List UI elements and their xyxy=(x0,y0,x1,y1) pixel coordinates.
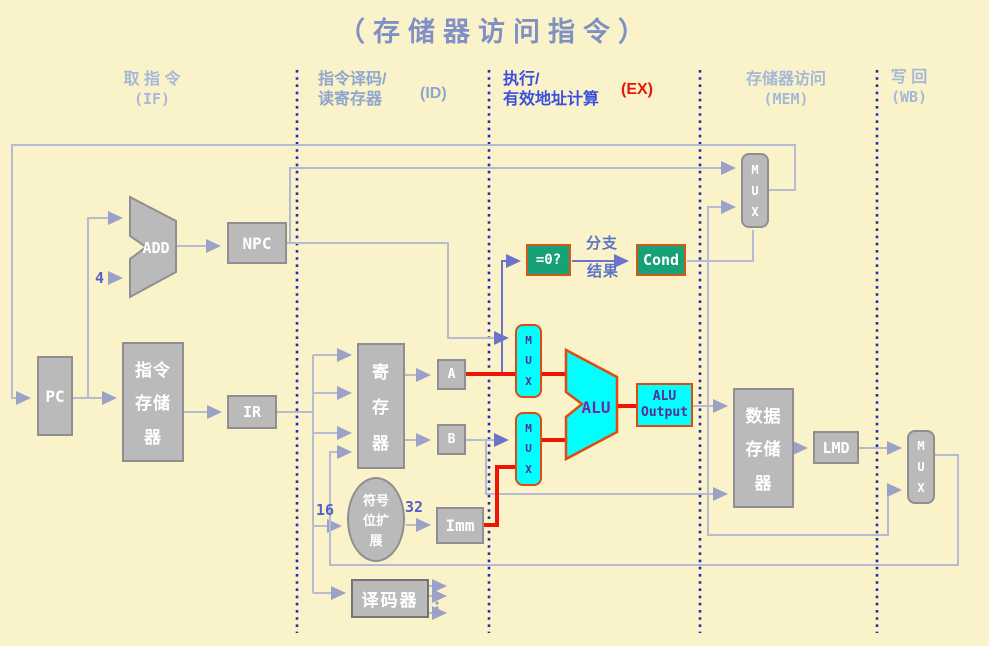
diagram-title: （存储器访问指令） xyxy=(338,17,653,47)
mux-letter: X xyxy=(917,480,925,495)
cond-register: Cond xyxy=(636,244,686,276)
stage-divider-lines xyxy=(295,70,879,633)
regfile-line: 存 xyxy=(372,398,390,418)
blue-wires xyxy=(501,254,629,374)
dmem-line: 存储 xyxy=(745,440,782,460)
zero-test-label: =0? xyxy=(535,252,562,268)
pc-label: PC xyxy=(45,386,65,406)
sign-extend-unit: 符号 位扩 展 xyxy=(347,477,405,562)
red-highlight-path xyxy=(466,372,640,527)
add-constant-label: 4 xyxy=(95,269,105,287)
alu-output-line: Output xyxy=(641,405,688,420)
stage-wb-name: 写 回 xyxy=(890,69,928,86)
stage-id-abbr: (ID) xyxy=(420,85,447,102)
ir-label: IR xyxy=(242,403,262,421)
imem-line: 指令 xyxy=(135,361,171,381)
stage-if-abbr: (IF) xyxy=(133,90,171,108)
mux-letter: X xyxy=(751,204,759,219)
instruction-decoder: 译码器 xyxy=(351,579,429,618)
a-label: A xyxy=(447,367,456,382)
stage-mem-name: 存储器访问 xyxy=(745,71,826,88)
regfile-line: 寄 xyxy=(372,363,390,383)
stage-header-if: 取 指 令 (IF) xyxy=(78,70,226,109)
mem-mux: M U X xyxy=(741,153,769,228)
adder-shape: ADD xyxy=(129,195,177,299)
mux-letter: X xyxy=(525,463,532,477)
stage-ex-name2: 有效地址计算 xyxy=(503,91,600,108)
stage-if-name: 取 指 令 xyxy=(123,71,181,88)
signext-line: 位扩 xyxy=(362,512,389,528)
stage-id-name2: 读寄存器 xyxy=(318,91,383,108)
stage-ex-abbr: (EX) xyxy=(621,81,653,98)
ir-register: IR xyxy=(227,395,277,429)
ex-mux-upper: M U X xyxy=(515,324,542,398)
mux-letter: U xyxy=(525,442,532,456)
stage-ex-name1: 执行/ xyxy=(503,71,540,88)
stage-header-ex: 执行/ 有效地址计算 xyxy=(503,70,599,110)
dmem-line: 器 xyxy=(754,473,773,493)
npc-label: NPC xyxy=(242,233,272,253)
instruction-memory: 指令 存储 器 xyxy=(122,342,184,462)
ex-mux-lower: M U X xyxy=(515,412,542,486)
stage-mem-abbr: (MEM) xyxy=(763,90,809,108)
lmd-label: LMD xyxy=(822,438,850,457)
mux-letter: M xyxy=(917,439,925,454)
lmd-register: LMD xyxy=(813,431,859,464)
imem-line: 器 xyxy=(144,427,162,447)
zero-test-unit: =0? xyxy=(526,244,571,276)
signext-in-width-label: 16 xyxy=(316,501,335,519)
alu-output-register: ALU Output xyxy=(636,383,693,427)
imm-label: Imm xyxy=(445,516,475,535)
branch-label-top: 分支 xyxy=(586,235,619,252)
regfile-line: 器 xyxy=(372,433,390,453)
npc-register: NPC xyxy=(227,222,287,264)
stage-header-wb: 写 回 (WB) xyxy=(866,68,952,107)
data-memory: 数据 存储 器 xyxy=(733,388,794,508)
decoder-label: 译码器 xyxy=(361,591,419,610)
stage-header-id: 指令译码/ 读寄存器 xyxy=(318,70,386,110)
b-label: B xyxy=(447,432,456,447)
cond-label: Cond xyxy=(642,251,680,269)
stage-id-name1: 指令译码/ xyxy=(318,71,387,88)
register-file: 寄 存 器 xyxy=(357,343,405,469)
alu-shape: ALU xyxy=(564,347,619,462)
mux-letter: X xyxy=(525,375,532,389)
dmem-line: 数据 xyxy=(745,407,782,427)
mux-letter: M xyxy=(525,421,532,435)
mux-letter: U xyxy=(917,459,925,474)
add-label: ADD xyxy=(142,239,169,257)
a-latch: A xyxy=(437,359,466,390)
mux-letter: M xyxy=(525,333,532,347)
imem-line: 存储 xyxy=(135,394,171,414)
signext-line: 展 xyxy=(369,533,383,549)
stage-wb-abbr: (WB) xyxy=(890,88,928,106)
pc-register: PC xyxy=(37,356,73,436)
mux-letter: M xyxy=(751,162,759,177)
mux-letter: U xyxy=(525,354,532,368)
signext-line: 符号 xyxy=(362,492,389,508)
stage-header-mem: 存储器访问 (MEM) xyxy=(714,70,858,109)
alu-output-line: ALU xyxy=(652,389,677,405)
b-latch: B xyxy=(437,424,466,455)
alu-label: ALU xyxy=(582,398,611,417)
branch-label-bottom: 结果 xyxy=(587,263,620,280)
gray-wires xyxy=(11,144,959,620)
imm-register: Imm xyxy=(436,507,484,544)
signext-out-width-label: 32 xyxy=(405,498,424,516)
wb-mux: M U X xyxy=(907,430,935,504)
mux-letter: U xyxy=(751,183,759,198)
